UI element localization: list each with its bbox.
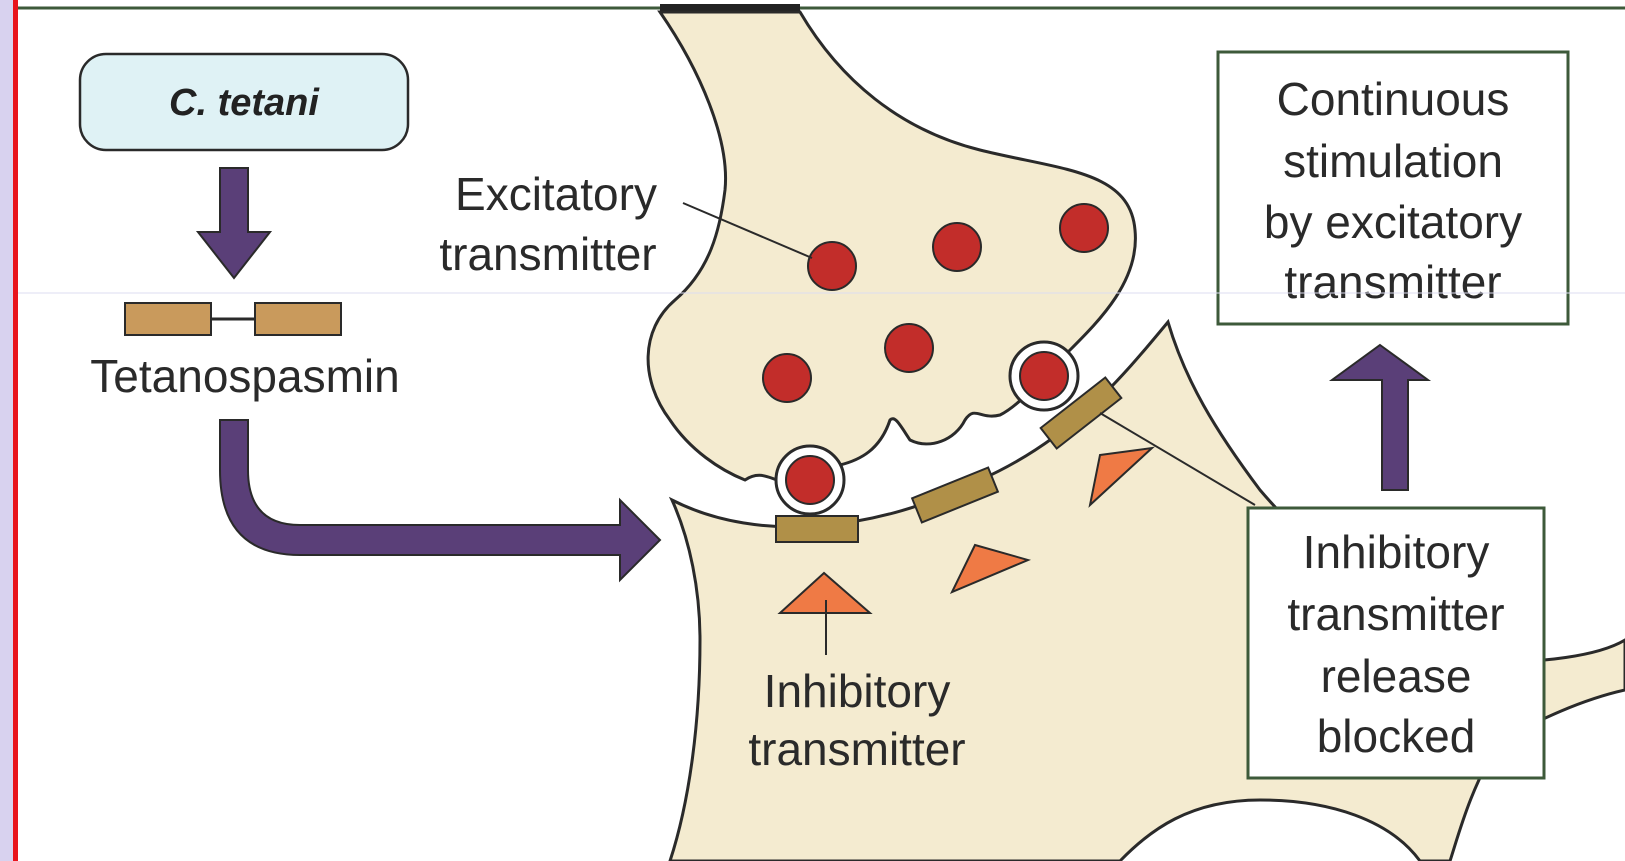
excitatory-vesicle — [808, 242, 856, 290]
excitatory-label-line1: Excitatory — [455, 168, 657, 220]
excitatory-vesicle — [1060, 204, 1108, 252]
toxin-label: Tetanospasmin — [90, 350, 399, 402]
blocked-box-line2: transmitter — [1287, 588, 1504, 640]
excitatory-vesicle — [786, 456, 834, 504]
continuous-box-line3: by excitatory — [1264, 196, 1522, 248]
continuous-box-line1: Continuous — [1277, 73, 1510, 125]
organism-label: C. tetani — [169, 82, 320, 124]
receptor-bar — [776, 516, 858, 542]
curved-arrow-to-synapse — [220, 420, 660, 580]
blocked-box-line1: Inhibitory — [1303, 526, 1490, 578]
up-arrow — [1332, 345, 1428, 490]
excitatory-vesicle — [885, 324, 933, 372]
excitatory-label-line2: transmitter — [439, 228, 656, 280]
toxin-light-chain — [255, 303, 341, 335]
left-margin-strip — [0, 0, 13, 861]
diagram-canvas: C. tetani Tetanospasmin Excitatory trans… — [13, 0, 1625, 861]
excitatory-vesicle — [933, 223, 981, 271]
tetanospasmin-toxin — [125, 303, 341, 335]
down-arrow — [198, 168, 270, 278]
continuous-box-line4: transmitter — [1284, 256, 1501, 308]
toxin-heavy-chain — [125, 303, 211, 335]
blocked-box-line4: blocked — [1317, 710, 1476, 762]
inhibitory-label-line1: Inhibitory — [764, 665, 951, 717]
inhibitory-label-line2: transmitter — [748, 723, 965, 775]
excitatory-vesicle — [763, 354, 811, 402]
left-red-border — [13, 0, 18, 861]
excitatory-vesicle — [1020, 352, 1068, 400]
continuous-box-line2: stimulation — [1283, 135, 1503, 187]
tetanus-mechanism-diagram: C. tetani Tetanospasmin Excitatory trans… — [13, 0, 1625, 861]
blocked-box-line3: release — [1321, 650, 1472, 702]
